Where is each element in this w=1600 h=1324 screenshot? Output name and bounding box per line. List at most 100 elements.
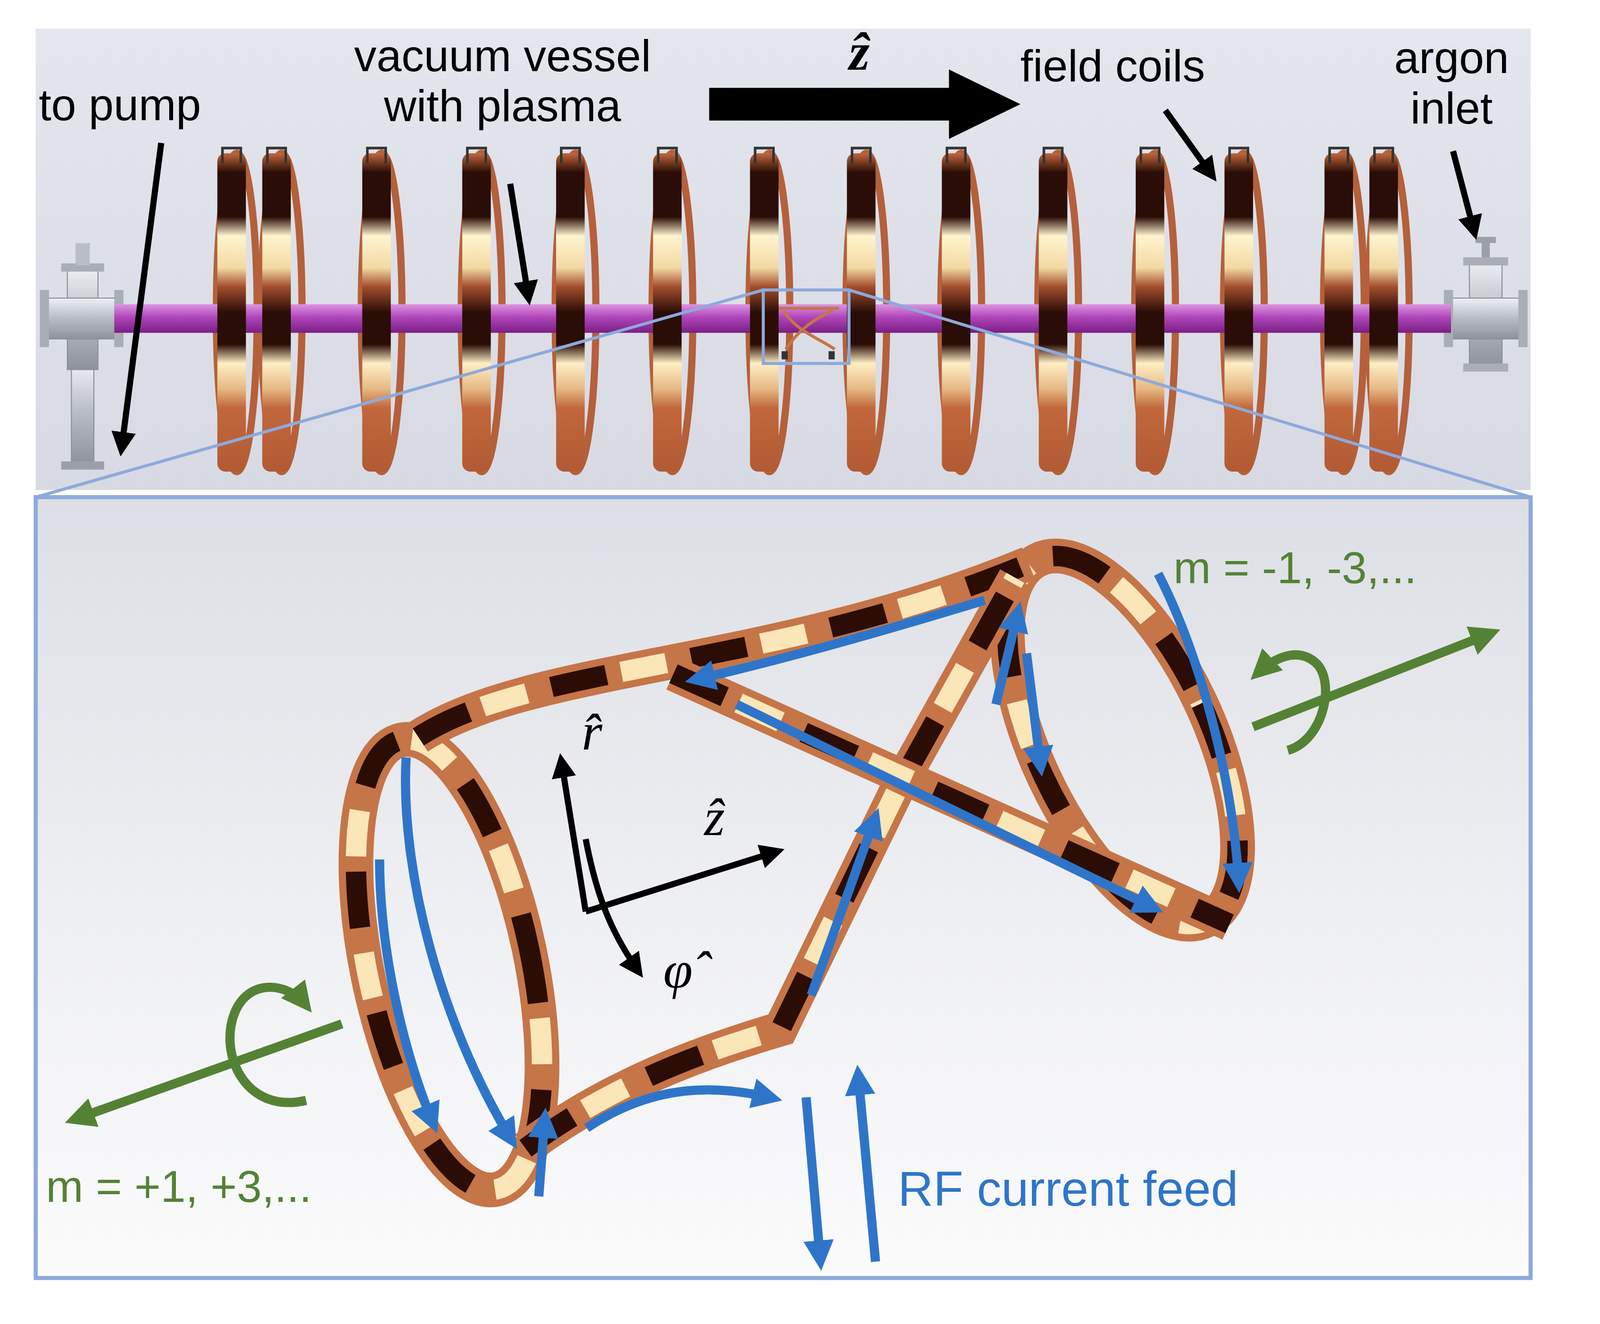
part-label: to pump xyxy=(38,79,202,131)
coordinate-axes xyxy=(561,760,778,972)
field-coil xyxy=(362,148,391,472)
pump-fitting-part xyxy=(75,242,90,266)
small-antenna xyxy=(777,308,839,360)
axis-label: ẑ xyxy=(704,787,725,848)
coil-band xyxy=(462,153,491,472)
feed-label: RF current feed xyxy=(897,1161,1239,1216)
strap-layer xyxy=(525,577,1016,1149)
argon-fitting xyxy=(1443,236,1528,372)
strap-layer xyxy=(673,673,1230,924)
coil-tab xyxy=(267,148,286,164)
argon-fitting-part xyxy=(1449,297,1523,339)
field-coil xyxy=(1038,148,1067,472)
small-antenna-part xyxy=(777,308,839,349)
coil-band xyxy=(362,153,391,472)
coil-tab xyxy=(1229,148,1248,164)
coil-band xyxy=(653,153,682,472)
mode-arrows-part xyxy=(1257,654,1326,750)
coil-band xyxy=(556,153,585,472)
top-arrows-part xyxy=(1165,110,1213,176)
strap-layer xyxy=(673,673,1230,924)
coil-tab xyxy=(657,148,677,164)
zoom-marker-part xyxy=(763,289,849,364)
field-coil xyxy=(1369,148,1398,472)
coil-tab xyxy=(467,148,486,164)
field-coil xyxy=(1324,148,1353,472)
coil-tab xyxy=(222,148,241,164)
zoom-marker xyxy=(35,289,1531,497)
field-coils xyxy=(217,148,1398,472)
coordinate-axes-part xyxy=(561,760,586,912)
mode-arrows xyxy=(73,632,1492,1120)
coil-band xyxy=(1369,153,1398,472)
top-arrows-part xyxy=(510,183,529,298)
coil-band xyxy=(262,153,291,472)
coordinate-axes-part xyxy=(585,851,778,912)
coil-tab xyxy=(852,148,871,164)
inset-panel xyxy=(35,496,1531,1278)
top-panel xyxy=(35,28,1531,491)
coil-tab xyxy=(1141,148,1160,164)
field-coil xyxy=(942,148,971,472)
mode-arrows-part xyxy=(1252,632,1492,727)
argon-fitting-part xyxy=(1463,363,1509,372)
coil-band xyxy=(846,153,876,472)
coil-band xyxy=(217,153,246,472)
mode-label: m = -1, -3,... xyxy=(1173,542,1417,594)
rf-feed-arrows-part xyxy=(806,1096,821,1262)
current-arrow xyxy=(379,859,435,1125)
coil-band xyxy=(1324,153,1353,472)
zoom-marker-part xyxy=(848,289,1531,497)
current-arrow xyxy=(586,1089,774,1128)
pump-fitting-part xyxy=(61,461,104,470)
coil-tab xyxy=(367,148,386,164)
argon-fitting-part xyxy=(1475,236,1496,244)
field-coil xyxy=(1224,148,1253,472)
field-coil xyxy=(846,148,876,472)
coil-band xyxy=(1038,153,1067,472)
small-antenna-part xyxy=(828,351,835,360)
mode-arrows-part xyxy=(229,986,306,1103)
current-arrow xyxy=(1026,653,1042,768)
strap-layer xyxy=(525,577,1016,1149)
strap-layer xyxy=(525,577,1016,1149)
axis-label: φ̂ xyxy=(663,940,693,1001)
rf-feed-arrows xyxy=(806,1073,876,1262)
part-label: argon inlet xyxy=(1362,32,1541,134)
antenna-strap xyxy=(673,673,1230,924)
part-label: field coils xyxy=(1020,40,1205,92)
field-coil xyxy=(262,148,291,472)
pump-fitting-part xyxy=(39,289,50,348)
rf-feed-arrows-part xyxy=(858,1073,876,1262)
coil-band xyxy=(1135,153,1165,472)
field-coil xyxy=(462,148,491,472)
current-arrow xyxy=(694,600,985,681)
top-arrows-part xyxy=(1452,150,1475,233)
small-antenna-part xyxy=(781,351,788,360)
mode-label: m = +1, +3,... xyxy=(46,1161,312,1212)
antenna-strap xyxy=(525,577,1016,1149)
top-arrows xyxy=(121,69,1475,450)
axis-label: r̂ xyxy=(581,702,603,762)
coil-tab xyxy=(561,148,580,164)
coil-tab xyxy=(946,148,966,164)
coil-tab xyxy=(1374,148,1393,164)
field-coil xyxy=(556,148,585,472)
pump-fitting-part xyxy=(46,297,118,339)
coordinate-axes-part xyxy=(585,838,639,972)
top-arrows-part xyxy=(121,142,162,449)
pump-fitting-part xyxy=(71,362,95,465)
current-arrow xyxy=(1158,573,1240,884)
coil-band xyxy=(1224,153,1253,472)
field-coil xyxy=(1135,148,1165,472)
coil-band xyxy=(942,153,971,472)
strap-layer xyxy=(673,673,1230,924)
current-arrow xyxy=(736,704,1155,909)
pump-fitting xyxy=(39,242,124,470)
part-label: vacuum vessel with plasma xyxy=(326,30,679,132)
current-arrow xyxy=(995,610,1019,705)
zoom-marker-part xyxy=(35,289,764,497)
